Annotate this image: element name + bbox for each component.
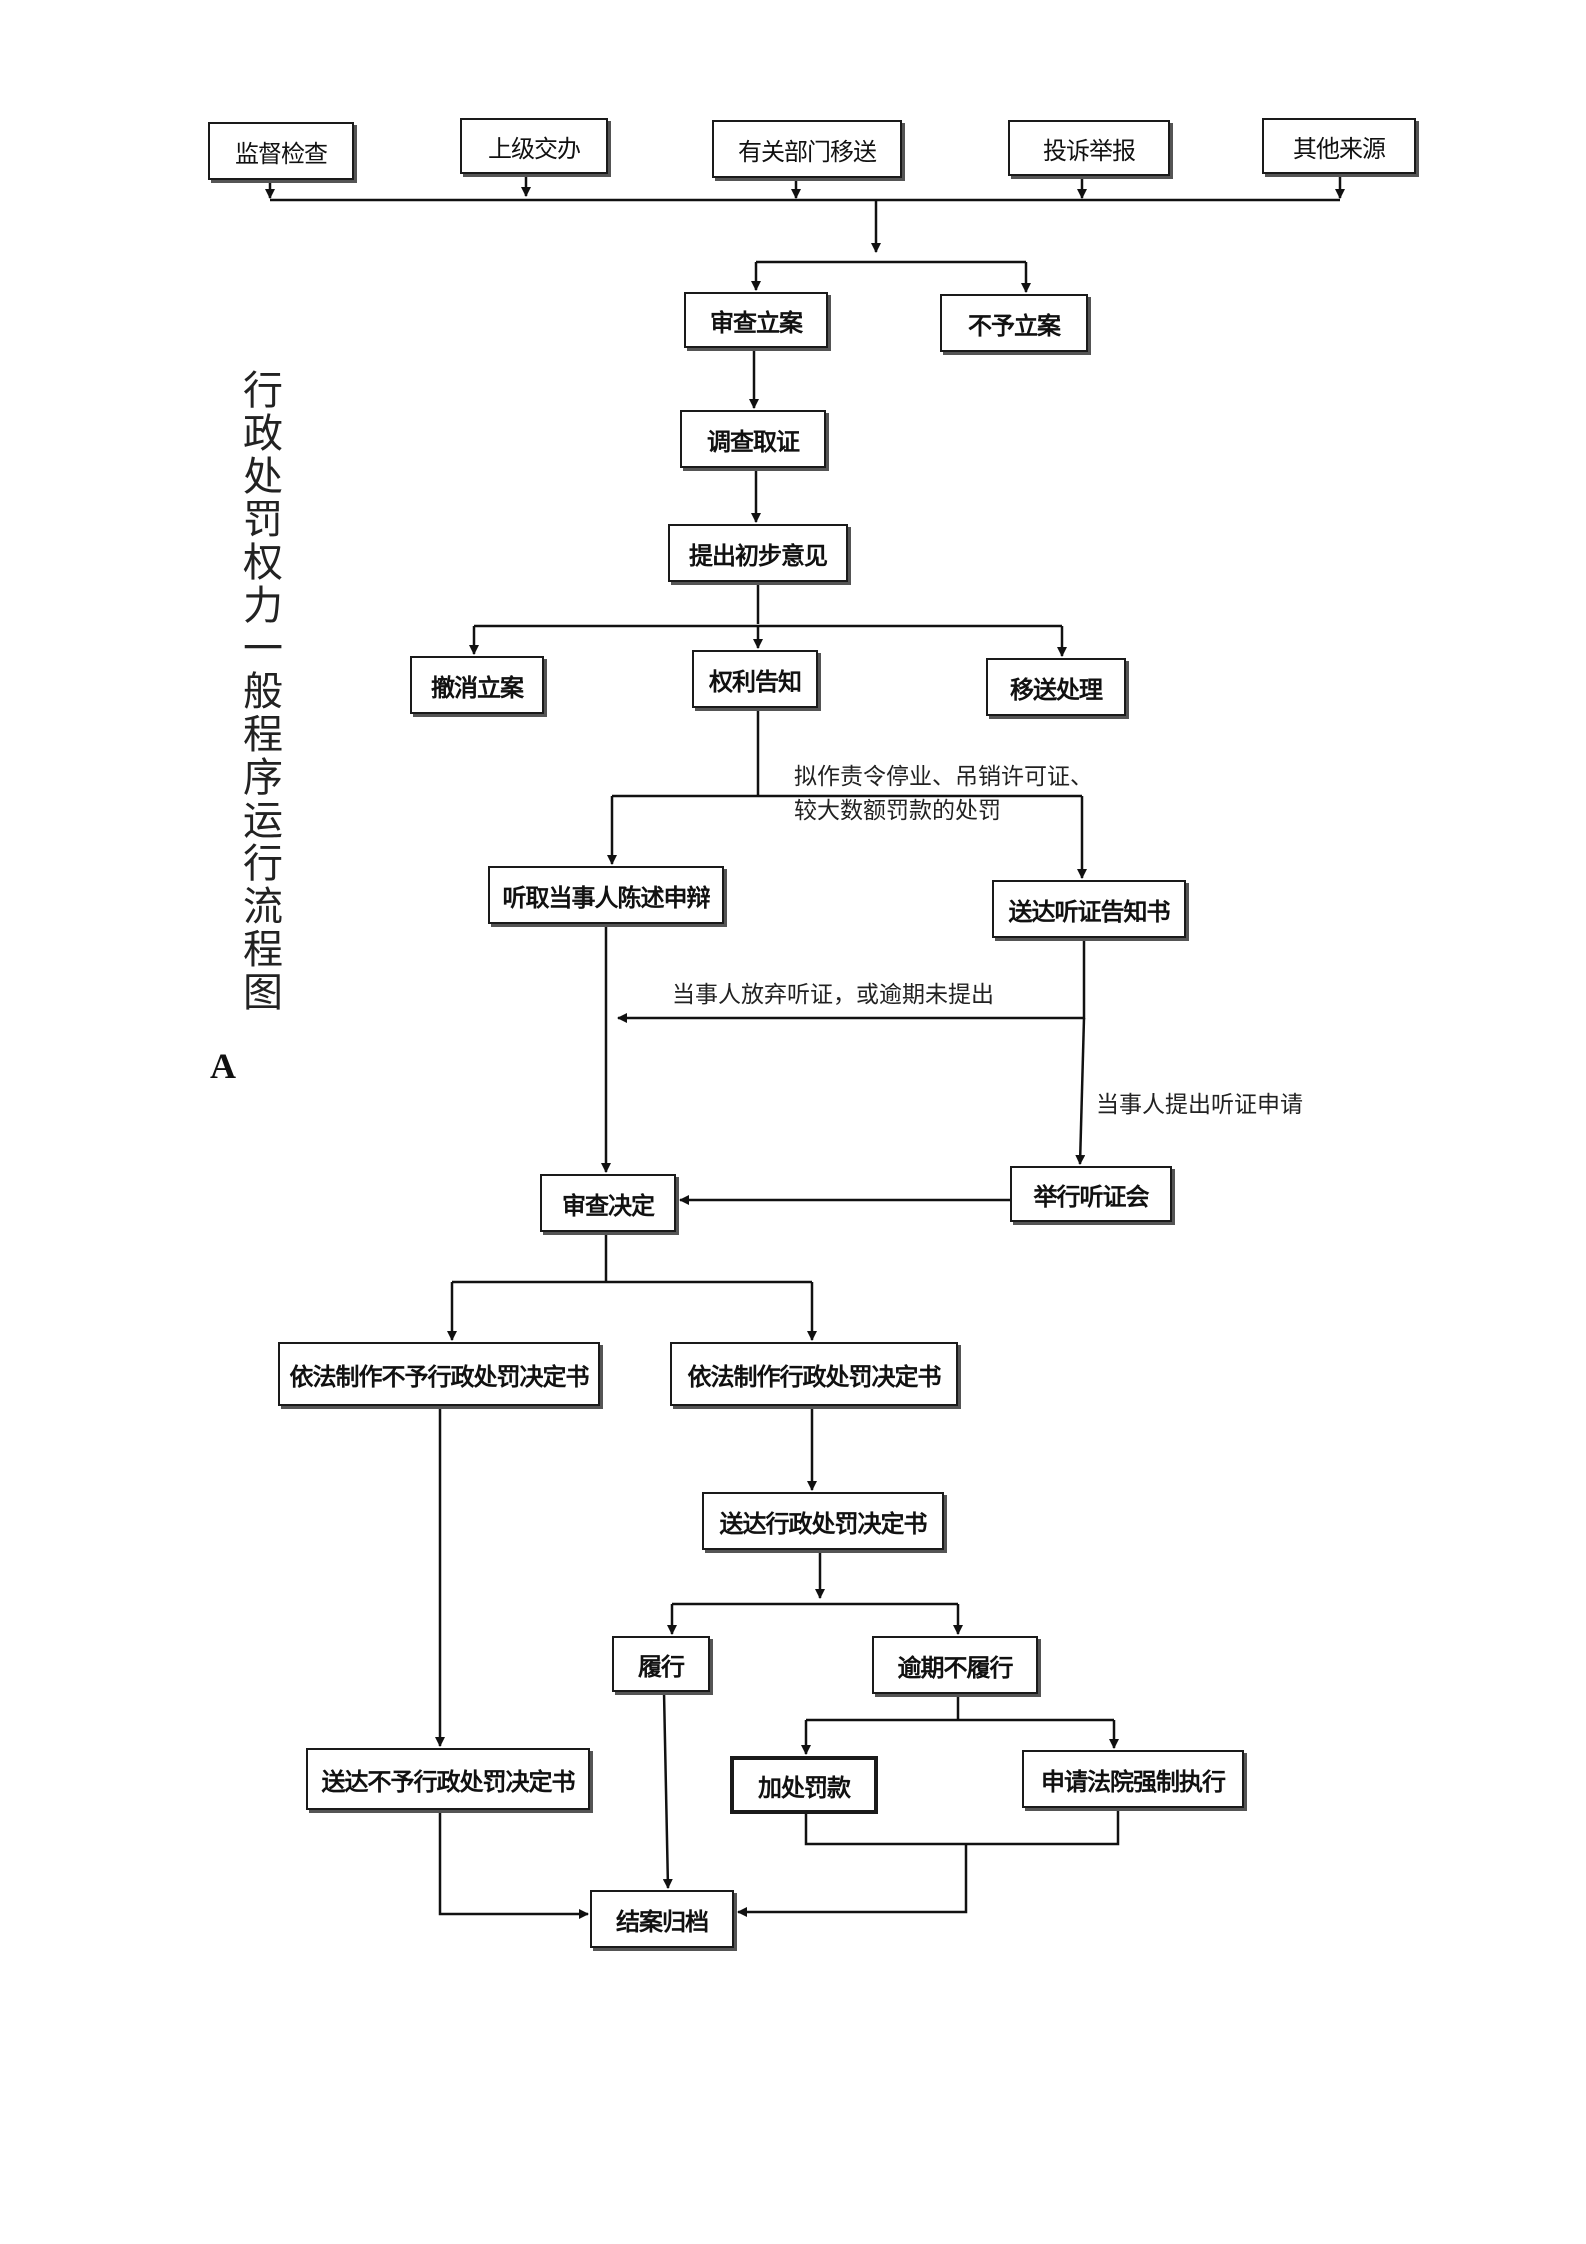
edge-label-request-hearing: 当事人提出听证申请 <box>1096 1092 1303 1118</box>
node-close-archive: 结案归档 <box>590 1890 734 1948</box>
node-review-decision: 审查决定 <box>540 1174 676 1232</box>
node-transfer-handling: 移送处理 <box>986 658 1126 716</box>
node-review-filing: 审查立案 <box>684 292 828 348</box>
edge-deliver-archive <box>438 1810 589 1919</box>
node-perform: 履行 <box>612 1636 710 1692</box>
node-deliver-penalty-decision: 送达行政处罚决定书 <box>702 1492 944 1550</box>
edge-perform-archive <box>662 1691 673 1889</box>
node-court-enforcement: 申请法院强制执行 <box>1022 1750 1244 1808</box>
node-supervision-check: 监督检查 <box>208 122 354 180</box>
node-cancel-filing: 撤消立案 <box>410 656 544 714</box>
chart-title: 行政处罚权力一般程序运行流程图 <box>243 368 283 1016</box>
node-make-penalty-decision: 依法制作行政处罚决定书 <box>670 1342 958 1406</box>
node-make-no-penalty-decision: 依法制作不予行政处罚决定书 <box>278 1342 600 1406</box>
node-investigate: 调查取证 <box>680 410 826 468</box>
edge-label-waive-hearing: 当事人放弃听证，或逾期未提出 <box>672 982 994 1008</box>
node-deliver-no-penalty-decision: 送达不予行政处罚决定书 <box>306 1748 590 1810</box>
edge-fine-merge <box>804 1808 1120 1846</box>
figure-letter: A <box>210 1046 236 1086</box>
node-rights-notice: 权利告知 <box>692 650 818 708</box>
node-overdue-nonperformance: 逾期不履行 <box>872 1636 1038 1694</box>
node-send-hearing-notice: 送达听证告知书 <box>992 880 1186 938</box>
node-other-sources: 其他来源 <box>1262 118 1416 174</box>
node-superior-assignment: 上级交办 <box>460 118 608 174</box>
edge-notice-hearing <box>1075 1017 1086 1165</box>
node-complaint-report: 投诉举报 <box>1008 120 1170 176</box>
edge-label-severe-penalty: 拟作责令停业、吊销许可证、较大数额罚款的处罚 <box>794 764 1093 824</box>
node-department-transfer: 有关部门移送 <box>712 120 902 178</box>
node-hold-hearing: 举行听证会 <box>1010 1166 1172 1222</box>
node-hear-statement: 听取当事人陈述申辩 <box>488 866 724 924</box>
node-no-filing: 不予立案 <box>940 294 1088 352</box>
node-preliminary-opinion: 提出初步意见 <box>668 524 848 582</box>
edge-merge-archive <box>737 1844 968 1917</box>
node-add-fine: 加处罚款 <box>730 1756 878 1814</box>
